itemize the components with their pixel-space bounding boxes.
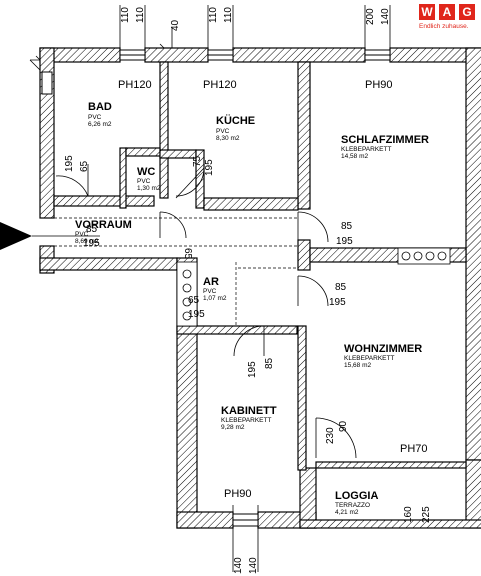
dim-schlaf-door-2: 195 [336, 236, 353, 247]
dim-kueche-door-2: 195 [204, 159, 215, 176]
logo-letter-w: W [419, 4, 435, 20]
dim-bottom-2: 140 [248, 557, 259, 574]
dim-loggia-door-1: 230 [325, 427, 336, 444]
logo-letter-a: A [439, 4, 455, 20]
dim-top-schlaf-2: 140 [380, 8, 391, 25]
room-floor-loggia: TERRAZZO [335, 502, 370, 509]
dim-schlaf-door-1: 85 [341, 221, 353, 232]
dim-top-kueche-2: 110 [223, 7, 234, 23]
dim-loggia-side-1: 160 [403, 506, 414, 523]
dim-top-bad-1: 110 [120, 7, 131, 23]
dimension-labels: 110 110 40 110 110 200 140 140 140 195 6… [64, 7, 432, 574]
dim-bad-door-2: 65 [79, 160, 90, 172]
dim-ar-door-2: 195 [188, 309, 205, 320]
walls [39, 47, 481, 529]
room-floor-schlafzimmer: KLEBEPARKETT [341, 146, 391, 153]
parapet-bad: PH120 [118, 79, 152, 91]
parapet-schlafzimmer: PH90 [365, 79, 393, 91]
room-area-bad: 6,26 m2 [88, 121, 112, 128]
room-name-kabinett: KABINETT [221, 405, 277, 417]
room-floor-ar: PVC [203, 288, 217, 295]
dim-kab-door-2: 85 [264, 357, 275, 369]
dim-loggia-side-2: 225 [421, 506, 432, 523]
room-area-ar: 1,07 m2 [203, 295, 227, 302]
dim-top-schlaf-1: 200 [365, 8, 376, 25]
room-area-schlafzimmer: 14,58 m2 [341, 153, 368, 160]
room-name-wc: WC [137, 166, 155, 178]
dim-wohn-door-2: 195 [329, 297, 346, 308]
radiator [397, 247, 451, 265]
room-name-wohnzimmer: WOHNZIMMER [344, 343, 422, 355]
parapet-loggia: PH70 [400, 443, 428, 455]
dim-bad-door-1: 195 [64, 155, 75, 172]
room-area-kueche: 8,30 m2 [216, 135, 240, 142]
dim-top-40: 40 [170, 19, 181, 31]
room-floor-wohnzimmer: KLEBEPARKETT [344, 355, 394, 362]
room-area-wohnzimmer: 15,68 m2 [344, 362, 371, 369]
room-name-vorraum: VORRAUM [75, 219, 132, 231]
dashed-lines [54, 217, 298, 326]
room-area-wc: 1,30 m2 [137, 185, 161, 192]
dim-vorraum-door-2: 195 [83, 238, 100, 249]
room-area-loggia: 4,21 m2 [335, 509, 359, 516]
dim-bottom-1: 140 [233, 557, 244, 574]
room-area-vorraum: 8,69 m2 [75, 238, 99, 245]
room-name-bad: BAD [88, 101, 112, 113]
dim-top-kueche-1: 110 [208, 7, 219, 23]
logo-letter-g: G [459, 4, 475, 20]
room-labels: BAD PVC 6,26 m2 KÜCHE PVC 8,30 m2 SCHLAF… [75, 101, 429, 516]
room-floor-wc: PVC [137, 178, 151, 185]
storage-shelf [176, 261, 198, 327]
room-floor-bad: PVC [88, 114, 102, 121]
brand-logo: W A G Endlich zuhause. [419, 4, 477, 34]
logo-tagline: Endlich zuhause. [419, 23, 469, 30]
doors [55, 164, 357, 459]
room-area-kabinett: 9,28 m2 [221, 424, 245, 431]
room-floor-kueche: PVC [216, 128, 230, 135]
parapet-kueche: PH120 [203, 79, 237, 91]
parapet-kabinett: PH90 [224, 488, 252, 500]
dim-top-bad-2: 110 [135, 7, 146, 23]
dim-ar-door-1: 65 [188, 295, 200, 306]
windows [41, 49, 391, 527]
room-floor-vorraum: PVC [75, 231, 89, 238]
room-name-ar: AR [203, 276, 219, 288]
entrance-arrow [0, 222, 32, 250]
interior-walls [53, 147, 467, 471]
room-name-loggia: LOGGIA [335, 490, 378, 502]
dim-wc-door: 65 [182, 248, 193, 260]
dim-wohn-door-1: 85 [335, 282, 347, 293]
dim-kueche-door-1: 75 [192, 155, 203, 167]
dim-loggia-door-2: 90 [338, 420, 349, 432]
dim-vorraum-door-1: 85 [86, 224, 98, 235]
room-floor-kabinett: KLEBEPARKETT [221, 417, 271, 424]
dim-kab-door-1: 195 [247, 361, 258, 378]
parapet-labels: PH120 PH120 PH90 PH70 PH90 [118, 79, 428, 500]
room-name-kueche: KÜCHE [216, 114, 255, 127]
room-name-schlafzimmer: SCHLAFZIMMER [341, 134, 429, 146]
